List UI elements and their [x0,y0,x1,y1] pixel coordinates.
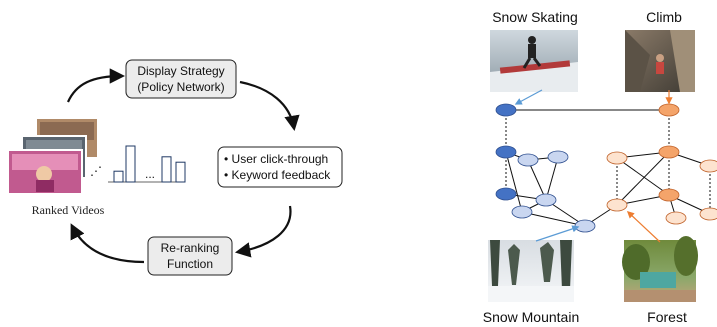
display-strategy-box: Display Strategy (Policy Network) [125,59,237,99]
climb-image [625,30,695,92]
reranking-line2: Function [167,257,213,271]
arrow-videos-to-display [66,68,126,103]
graph-node [517,153,539,167]
graph-edges [505,109,711,227]
graph-edge [521,211,586,227]
label-snow-mountain: Snow Mountain [483,309,580,325]
histogram-bar [125,145,136,183]
forest-image [622,236,698,302]
thumbnail-ellipsis: ⋰ [90,164,102,178]
ranked-videos-label: Ranked Videos [32,203,105,217]
video-thumbnail-front [7,149,83,195]
graph-edge [505,151,523,213]
graph-node [699,159,717,173]
graph-edge [616,151,670,206]
snow-mountain-to-node-arrow [535,225,580,242]
histogram-bar [161,156,172,183]
graph-edge [616,157,670,196]
reranking-box: Re-ranking Function [147,236,233,276]
graph-node [535,193,557,207]
ranking-histogram: ... [108,145,186,183]
histogram-ellipsis: ... [145,167,155,181]
graph-node [658,103,680,117]
graph-node [699,207,717,221]
label-snow-skating: Snow Skating [492,9,578,25]
snow-mountain-image [488,240,574,302]
feedback-box: • User click-through • Keyword feedback [217,146,343,188]
graph-nodes [495,103,717,233]
ranked-video-thumbnails: ⋰ [7,117,102,195]
graph-node [665,211,687,225]
forest-to-node-arrow [626,211,661,243]
label-climb: Climb [646,9,682,25]
reranking-line1: Re-ranking [161,241,220,255]
graph-node [495,187,517,201]
graph-node [495,145,517,159]
graph-node [606,151,628,165]
left-diagram: Display Strategy (Policy Network) • User… [7,59,343,276]
feedback-line2: • Keyword feedback [224,168,331,182]
graph-node [574,219,596,233]
arrow-display-to-feedback [239,80,300,132]
graph-node [511,205,533,219]
feedback-line1: • User click-through [224,152,328,166]
histogram-bar [175,161,186,183]
graph-node [495,103,517,117]
skating-to-node-arrow [514,89,543,105]
snow-skating-image [490,30,578,92]
histogram-bar [113,170,124,183]
graph-edge [527,159,547,201]
graph-node [658,188,680,202]
graph-node [658,145,680,159]
graph-edge [545,156,559,201]
display-strategy-line2: (Policy Network) [137,80,224,94]
arrow-reranking-to-videos [70,223,145,264]
graph-node [547,150,569,164]
arrow-feedback-to-reranking [234,205,292,258]
graph-node [606,198,628,212]
display-strategy-line1: Display Strategy [137,64,224,78]
label-forest: Forest [647,309,687,325]
right-diagram: Snow Skating Climb Snow Mountain Forest [483,9,717,325]
